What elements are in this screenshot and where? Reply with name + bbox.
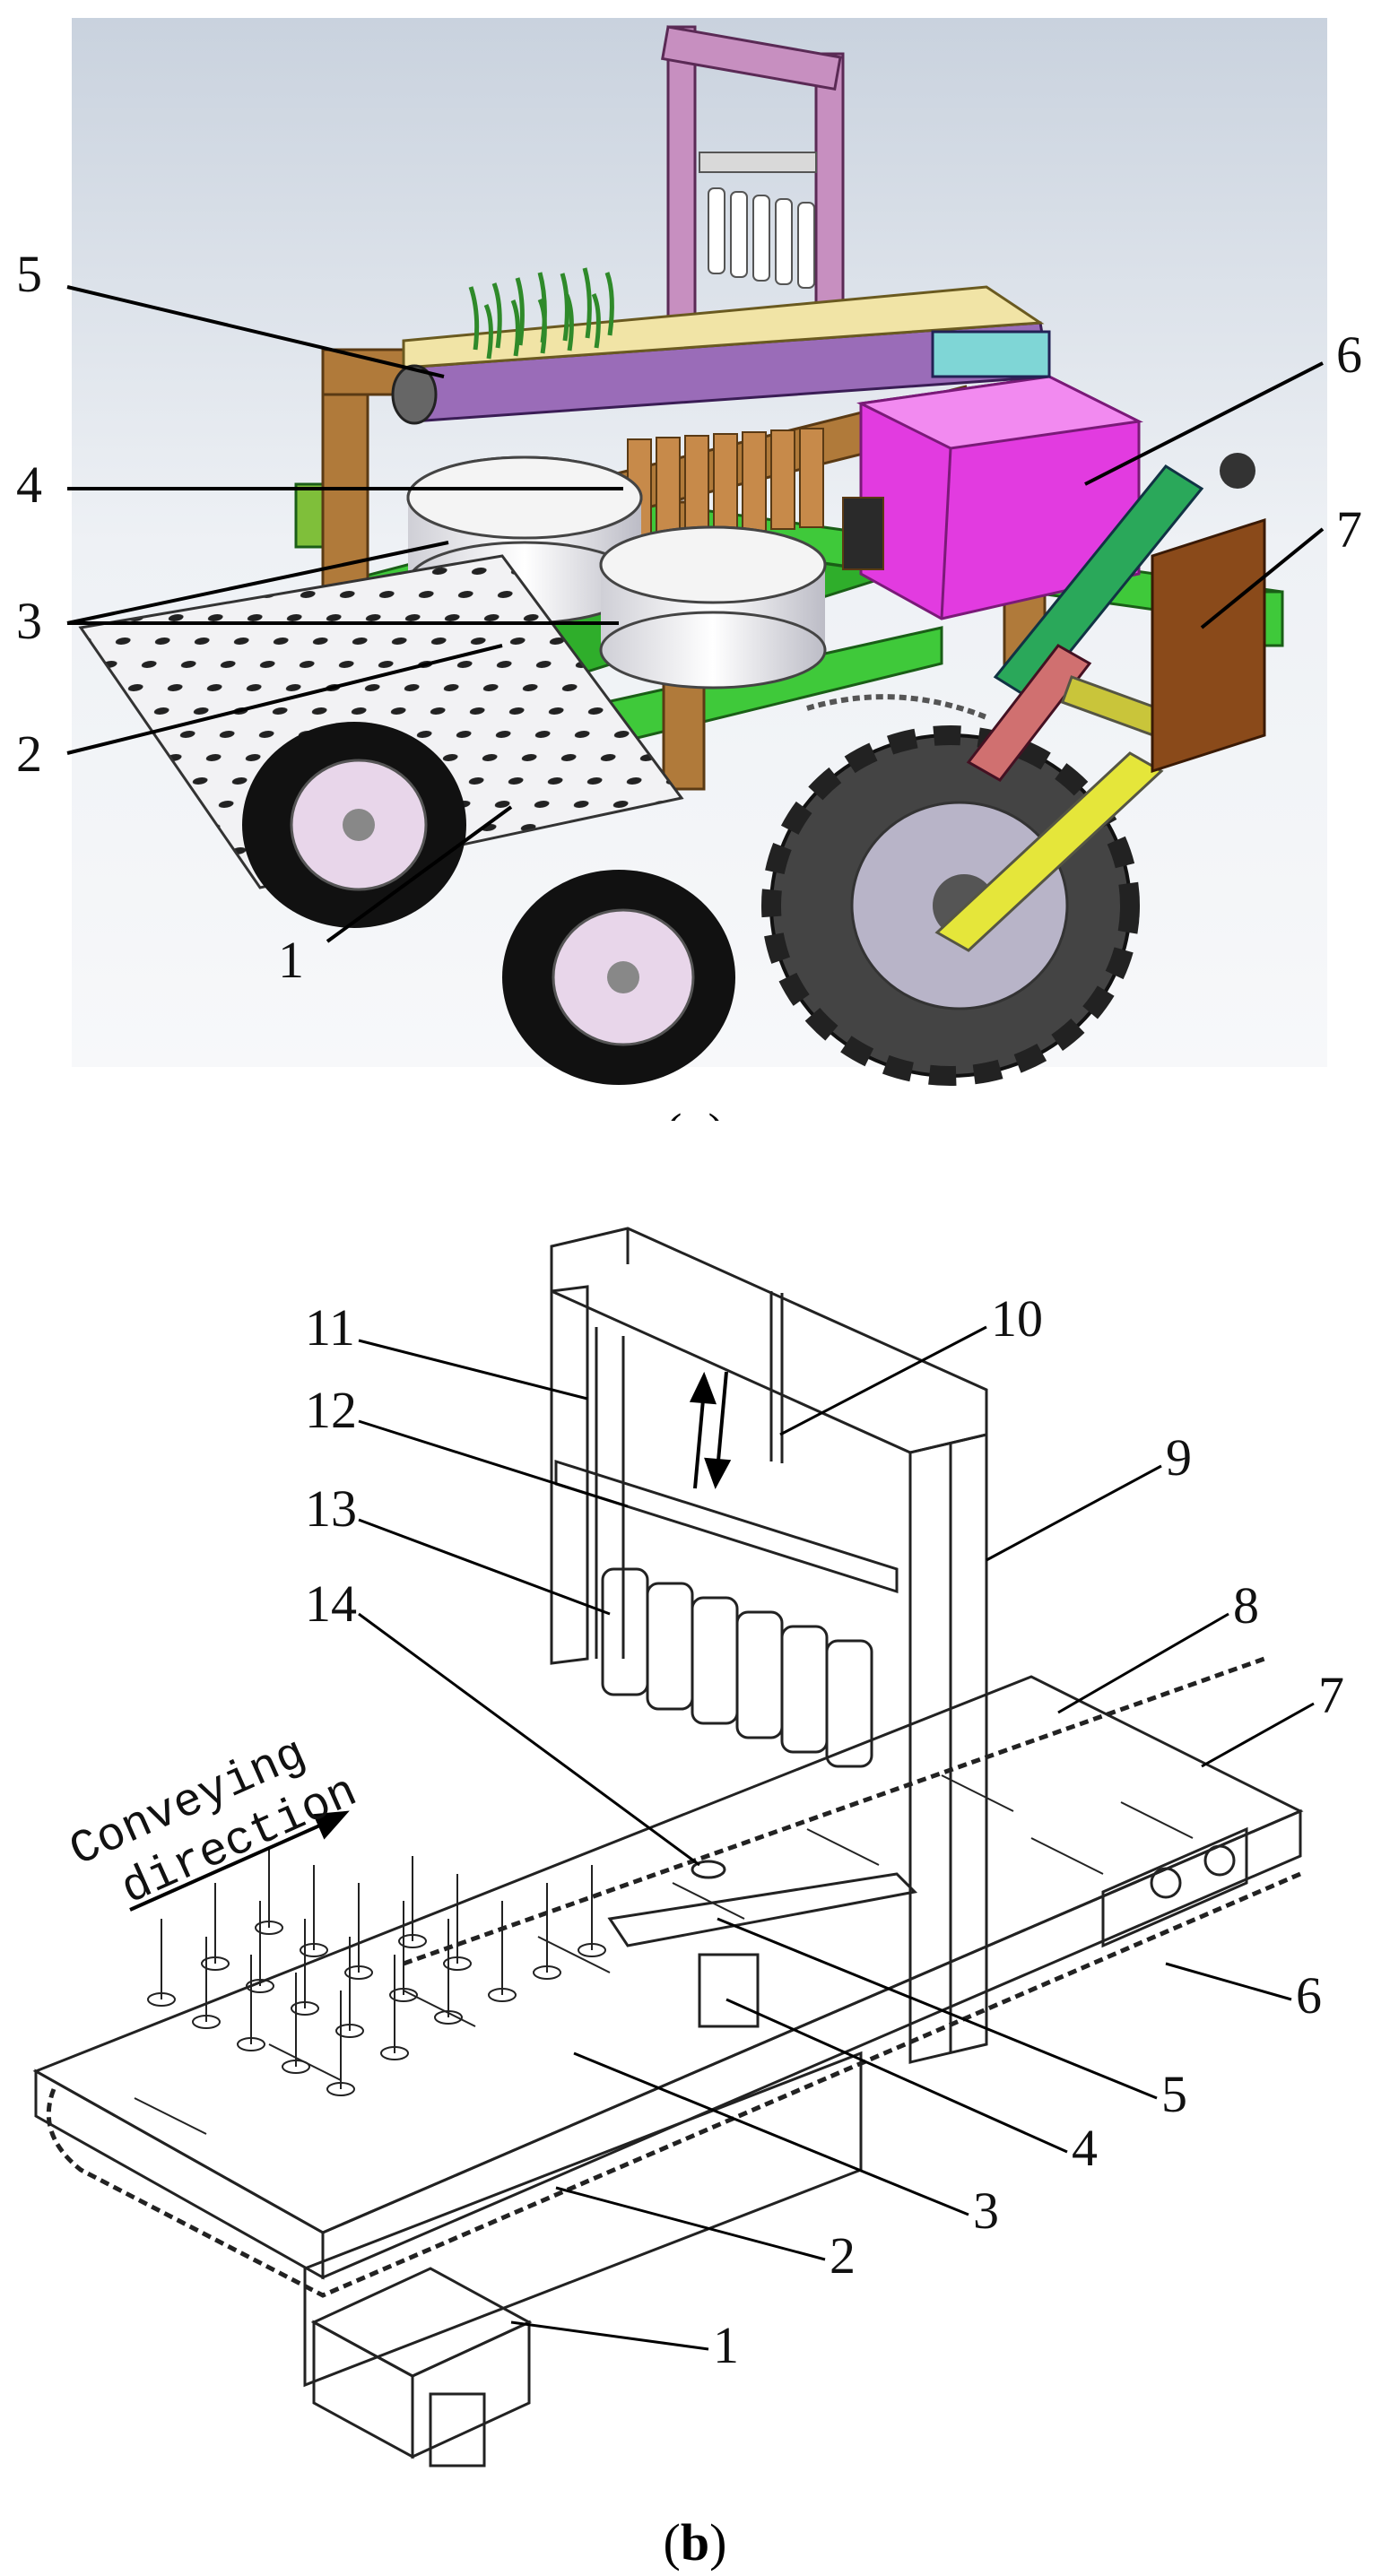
callout-11: 11	[305, 1298, 355, 1357]
callout-12: 12	[305, 1381, 357, 1439]
conveying-direction-label: Conveying direction	[63, 1728, 366, 1917]
motion-arrows	[129, 1371, 732, 1912]
callout-1: 1	[713, 2316, 739, 2374]
callout-8: 8	[1233, 1576, 1259, 1635]
callouts-a: 5 4 3 2 1 6 7	[16, 245, 1362, 989]
callout-5: 5	[1161, 2065, 1187, 2123]
callouts-b: 11 12 13 14 10 9 8 7 6 5 4 3 2 1	[305, 1289, 1344, 2374]
seedling-plugs	[147, 1847, 606, 2096]
front-left-wheel	[242, 722, 466, 928]
caption-b: (b)	[664, 2513, 727, 2572]
caption-a: (a)	[665, 1103, 725, 1121]
callout-6: 6	[1296, 1966, 1322, 2025]
conveyor-belt	[391, 285, 1051, 425]
callout-14: 14	[305, 1574, 357, 1633]
callout-4: 4	[1072, 2119, 1098, 2177]
perforated-tray	[78, 554, 684, 889]
callout-6: 6	[1336, 325, 1362, 384]
brown-tubes	[627, 428, 884, 570]
callout-7: 7	[1336, 500, 1362, 559]
callout-3: 3	[16, 592, 42, 650]
panel-b-figure: 11 12 13 14 10 9 8 7 6 5 4 3 2 1 Conveyi…	[32, 1227, 1344, 2572]
conveyor-drawing	[32, 1227, 1304, 2468]
callout-13: 13	[305, 1479, 357, 1538]
callout-4: 4	[16, 455, 42, 514]
magenta-box	[856, 375, 1143, 620]
drive-wheel	[761, 725, 1140, 1086]
callout-2: 2	[16, 724, 42, 783]
brown-plate	[1151, 517, 1266, 774]
linkage	[934, 453, 1255, 952]
callout-3: 3	[973, 2181, 999, 2240]
panel-a: 5 4 3 2 1 6 7 (a)	[0, 0, 1390, 1121]
callout-10: 10	[991, 1289, 1043, 1348]
leader-lines-b	[358, 1325, 1315, 2351]
seedling-drums	[406, 455, 827, 690]
callout-7: 7	[1318, 1666, 1344, 1724]
panel-a-figure: 5 4 3 2 1 6 7 (a)	[16, 18, 1362, 1121]
panel-b: 11 12 13 14 10 9 8 7 6 5 4 3 2 1 Conveyi…	[0, 1193, 1390, 2576]
callout-9: 9	[1166, 1428, 1192, 1487]
front-right-wheel	[502, 870, 735, 1085]
callout-1: 1	[278, 931, 304, 989]
leader-lines	[66, 285, 1325, 943]
seedlings	[468, 267, 614, 360]
callout-5: 5	[16, 245, 42, 303]
callout-2: 2	[830, 2226, 856, 2285]
